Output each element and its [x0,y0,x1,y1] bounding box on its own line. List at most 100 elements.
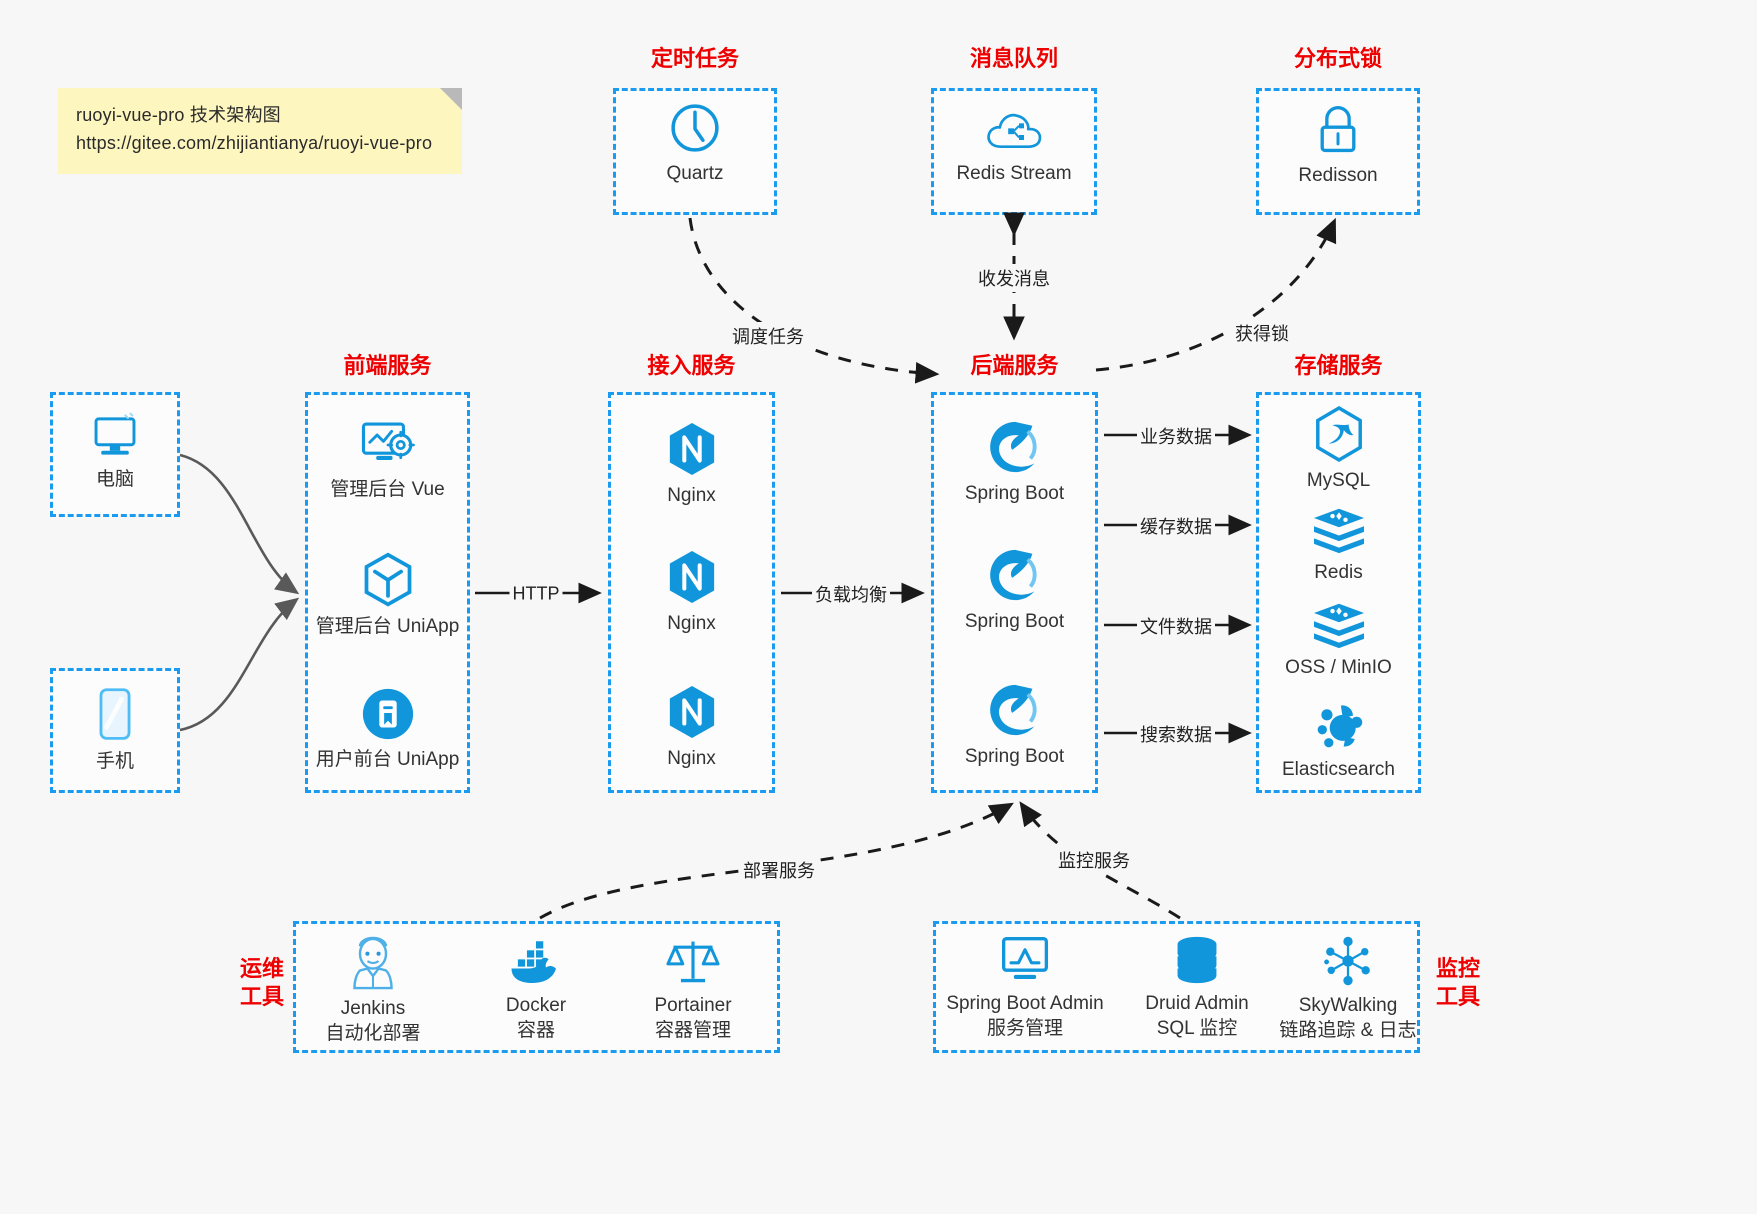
edge-backend-to-lock [1095,217,1337,372]
node-label: Druid Admin [1145,993,1249,1014]
node-spring-boot-admin[interactable]: Spring Boot Admin 服务管理 [930,934,1120,1041]
nginx-icon [669,686,714,738]
docker-whale-icon [511,941,556,983]
node-desktop[interactable]: 电脑 [50,412,180,493]
sticky-note: ruoyi-vue-pro 技术架构图 https://gitee.com/zh… [58,88,462,174]
node-label: 电脑 [95,469,134,490]
edge-label-load-balance: 负载均衡 [812,580,890,608]
node-label: Spring Boot [964,483,1065,504]
node-sublabel: 自动化部署 [325,1022,421,1044]
node-spring-boot-1[interactable]: Spring Boot [931,418,1098,507]
elasticsearch-icon [1317,705,1362,748]
group-title-backend: 后端服务 [970,353,1059,378]
node-label: 管理后台 Vue [330,479,445,500]
group-box-mq [931,88,1097,215]
scales-icon [666,941,720,983]
monitor-chart-icon [1001,936,1049,980]
node-label: Nginx [667,613,716,634]
lock-icon [1320,106,1356,153]
skywalking-node-icon [1324,936,1370,986]
node-label: Docker [505,995,567,1016]
edge-label-cache-data: 缓存数据 [1137,512,1215,540]
node-label: Spring Boot [964,746,1065,767]
spring-leaf-icon [989,684,1037,736]
node-label: SkyWalking [1298,995,1398,1016]
group-title-storage: 存储服务 [1294,353,1383,378]
node-redis-stream[interactable]: Redis Stream [931,104,1097,187]
group-title-monitor-line1: 监控 [1435,956,1480,981]
node-user-uniapp[interactable]: 用户前台 UniApp [305,686,470,773]
node-nginx-2[interactable]: Nginx [608,548,775,637]
group-title-devops-line1: 运维 [239,956,284,981]
node-label: Quartz [666,163,724,184]
node-mobile[interactable]: 手机 [50,686,180,775]
edge-label-file-data: 文件数据 [1137,612,1215,640]
node-label: OSS / MinIO [1285,657,1392,678]
node-redis[interactable]: Redis [1256,505,1421,586]
note-title: ruoyi-vue-pro 技术架构图 [76,105,281,125]
group-box-backend [931,392,1098,793]
node-jenkins[interactable]: Jenkins 自动化部署 [300,935,446,1046]
node-label: 管理后台 UniApp [315,616,460,637]
node-mysql[interactable]: MySQL [1256,405,1421,494]
node-nginx-1[interactable]: Nginx [608,420,775,509]
node-portainer[interactable]: Portainer 容器管理 [620,936,766,1043]
redis-stack-icon [1313,508,1364,554]
node-spring-boot-2[interactable]: Spring Boot [931,546,1098,635]
node-label: Spring Boot [964,611,1065,632]
group-title-mq: 消息队列 [969,46,1058,71]
group-title-lock: 分布式锁 [1293,46,1382,71]
dashboard-gear-icon [361,422,415,460]
group-title-frontend: 前端服务 [343,353,432,378]
edge-label-search-data: 搜索数据 [1137,720,1215,748]
group-title-monitor-line2: 工具 [1435,983,1480,1009]
node-quartz[interactable]: Quartz [613,100,777,187]
node-label: MySQL [1306,470,1371,491]
group-title-devops-line2: 工具 [239,983,284,1009]
node-label: Nginx [667,748,716,769]
node-sublabel: 链路追踪 & 日志 [1279,1019,1417,1041]
redis-stack-icon [1313,603,1364,649]
jenkins-butler-icon [353,936,393,990]
node-spring-boot-3[interactable]: Spring Boot [931,681,1098,770]
node-sublabel: 容器 [516,1019,555,1041]
nginx-icon [669,423,714,475]
group-title-scheduler: 定时任务 [650,46,739,71]
database-icon [1177,936,1217,984]
edge-mobile-to-frontend [179,597,300,732]
edge-label-send-receive-message: 收发消息 [975,264,1053,292]
node-sublabel: 服务管理 [986,1017,1063,1039]
node-label: 用户前台 UniApp [315,749,460,770]
edge-label-acquire-lock: 获得锁 [1232,319,1292,347]
group-title-gateway: 接入服务 [647,353,736,378]
node-nginx-3[interactable]: Nginx [608,683,775,772]
edge-label-business-data: 业务数据 [1137,422,1215,450]
node-druid-admin[interactable]: Druid Admin SQL 监控 [1122,934,1272,1041]
node-skywalking[interactable]: SkyWalking 链路追踪 & 日志 [1268,934,1428,1043]
node-label: Portainer [654,995,732,1016]
note-url: https://gitee.com/zhijiantianya/ruoyi-vu… [76,132,433,153]
node-label: Nginx [667,485,716,506]
node-sublabel: SQL 监控 [1156,1017,1238,1039]
edge-label-deploy-service: 部署服务 [740,856,818,884]
edge-label-schedule-task: 调度任务 [729,322,807,350]
edge-scheduler-to-backend [688,217,940,384]
nginx-icon [669,551,714,603]
node-admin-vue[interactable]: 管理后台 Vue [305,418,470,503]
desktop-icon [94,412,136,455]
node-elasticsearch[interactable]: Elasticsearch [1256,700,1421,783]
node-label: Redisson [1298,165,1378,186]
edge-label-http: HTTP [509,582,563,606]
node-docker[interactable]: Docker 容器 [463,938,609,1043]
node-redisson[interactable]: Redisson [1256,102,1420,189]
edge-desktop-to-frontend [179,453,300,595]
node-admin-uniapp[interactable]: 管理后台 UniApp [305,551,470,640]
spring-leaf-icon [989,549,1037,601]
edge-label-monitor-service: 监控服务 [1055,846,1133,874]
node-sublabel: 容器管理 [654,1019,731,1041]
node-oss-minio[interactable]: OSS / MinIO [1256,600,1421,681]
node-label: Redis [1314,562,1363,583]
node-label: 手机 [95,751,134,772]
group-box-monitor [933,921,1420,1053]
